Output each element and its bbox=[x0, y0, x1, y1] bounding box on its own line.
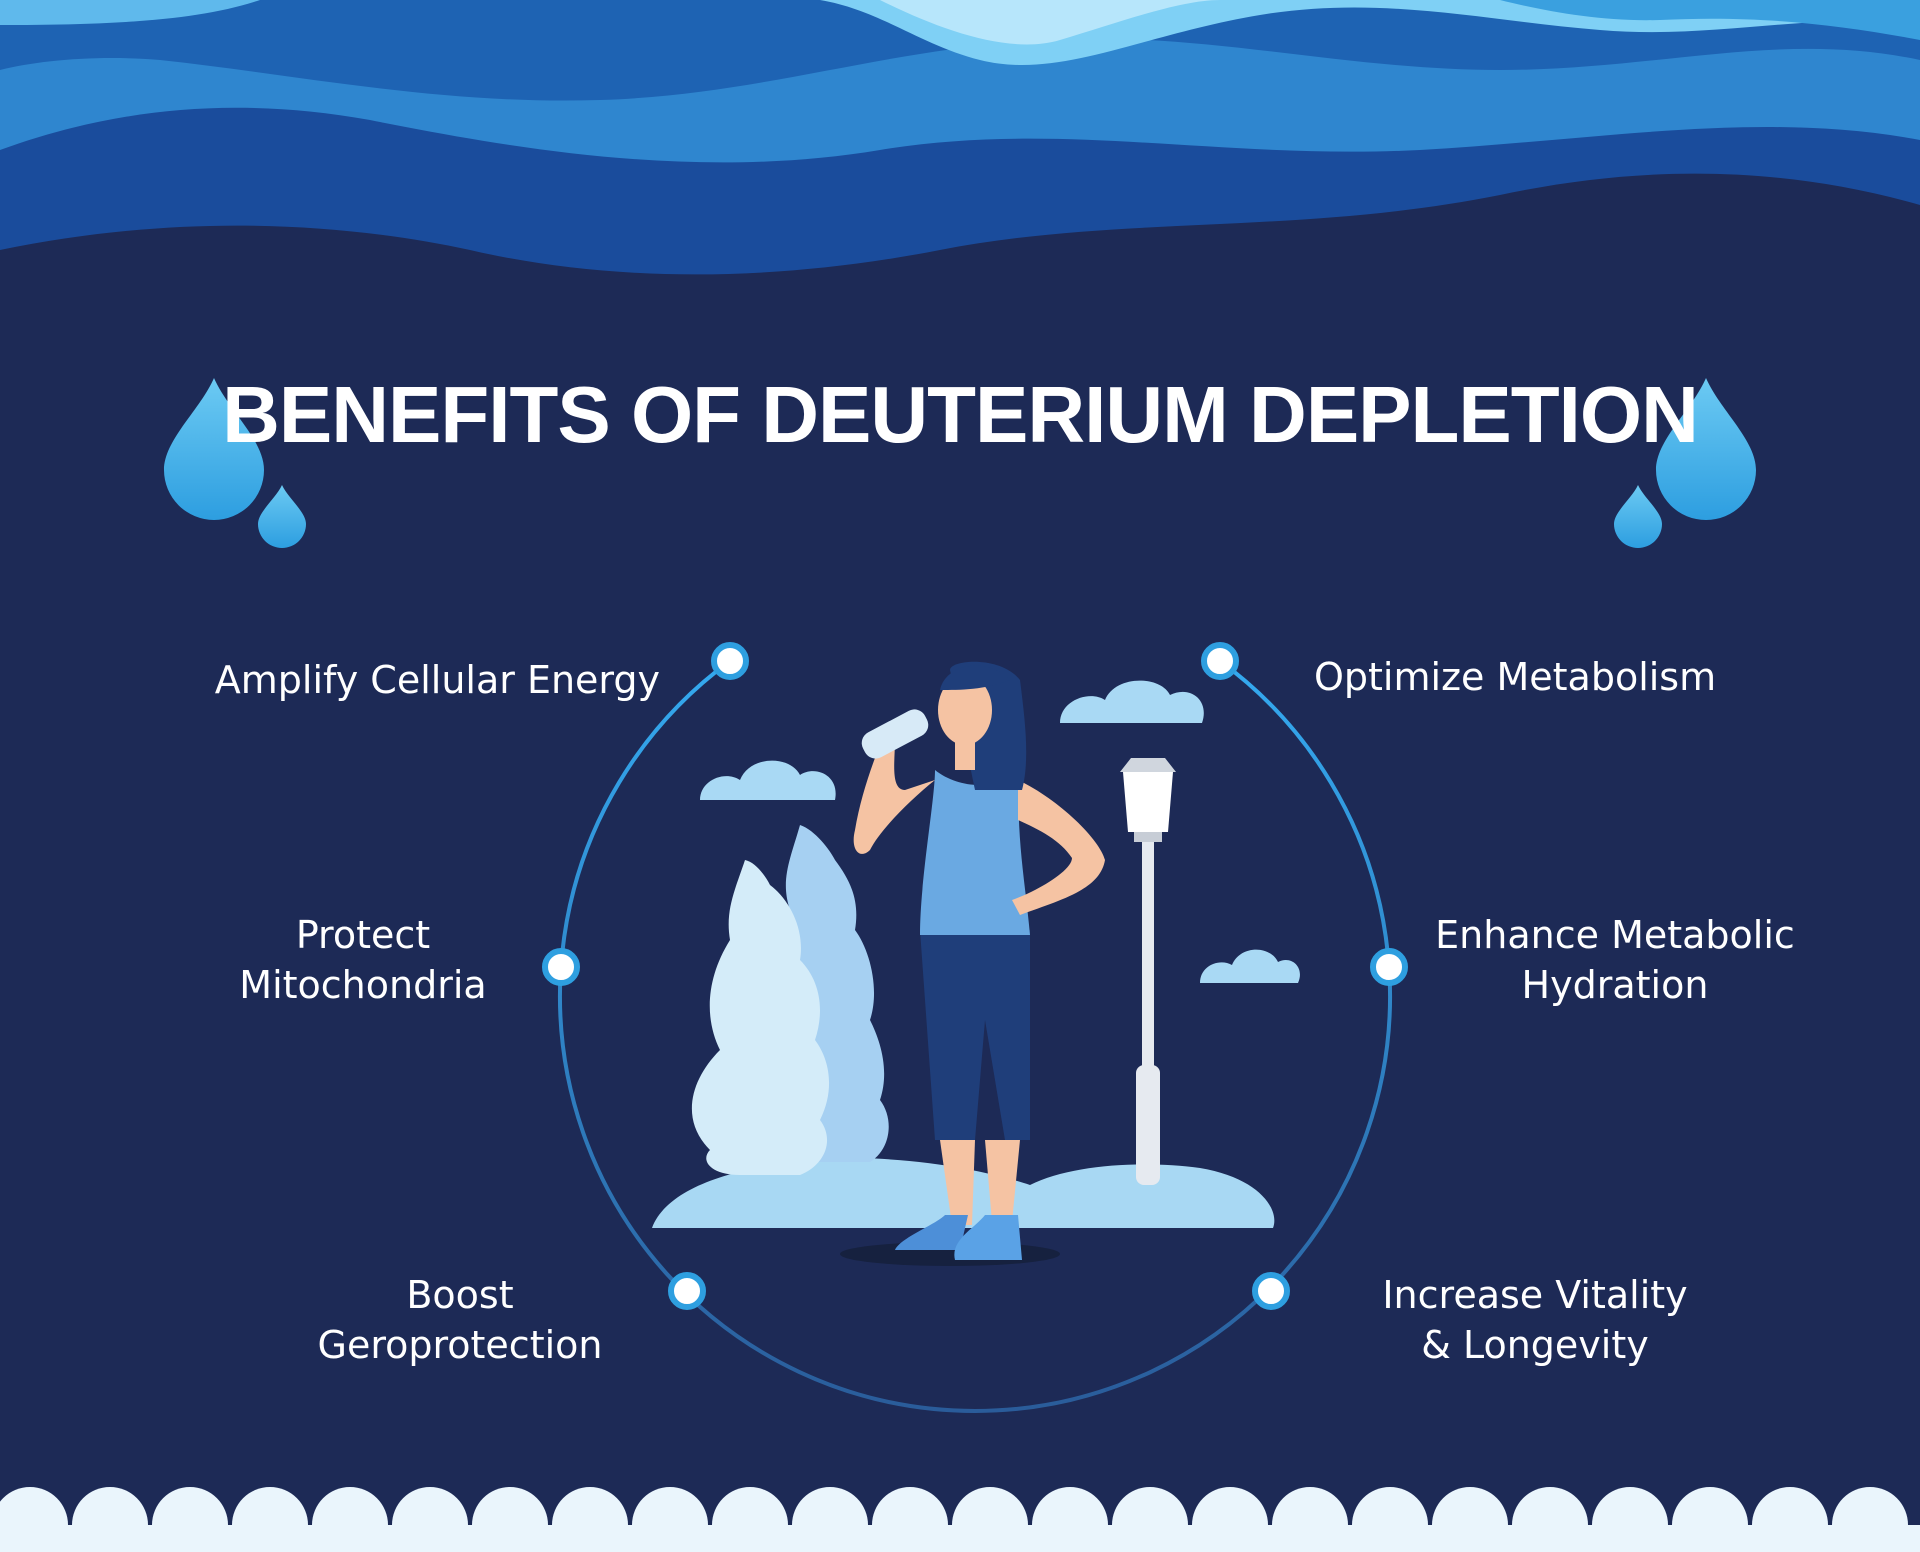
cloud-icon bbox=[700, 680, 1300, 983]
page-title: BENEFITS OF DEUTERIUM DEPLETION bbox=[222, 370, 1699, 459]
water-drop-icon bbox=[164, 378, 1756, 548]
benefit-increase-vitality-longevity: Increase Vitality & Longevity bbox=[1382, 1273, 1688, 1367]
benefit-optimize-metabolism: Optimize Metabolism bbox=[1314, 655, 1717, 699]
footer-cloud-border bbox=[0, 1487, 1920, 1552]
benefit-enhance-metabolic-hydration: Enhance Metabolic Hydration bbox=[1435, 913, 1795, 1007]
street-lamp-icon bbox=[1120, 758, 1176, 1185]
person-drinking-illustration bbox=[652, 661, 1300, 1266]
benefit-boost-geroprotection: Boost Geroprotection bbox=[317, 1273, 603, 1367]
benefit-amplify-cellular-energy: Amplify Cellular Energy bbox=[214, 658, 660, 702]
benefit-protect-mitochondria: Protect Mitochondria bbox=[239, 913, 487, 1007]
top-waves bbox=[0, 0, 1920, 275]
tree-icon bbox=[691, 825, 889, 1175]
ring-nodes bbox=[542, 642, 1408, 1310]
benefit-ring bbox=[558, 659, 1392, 1413]
